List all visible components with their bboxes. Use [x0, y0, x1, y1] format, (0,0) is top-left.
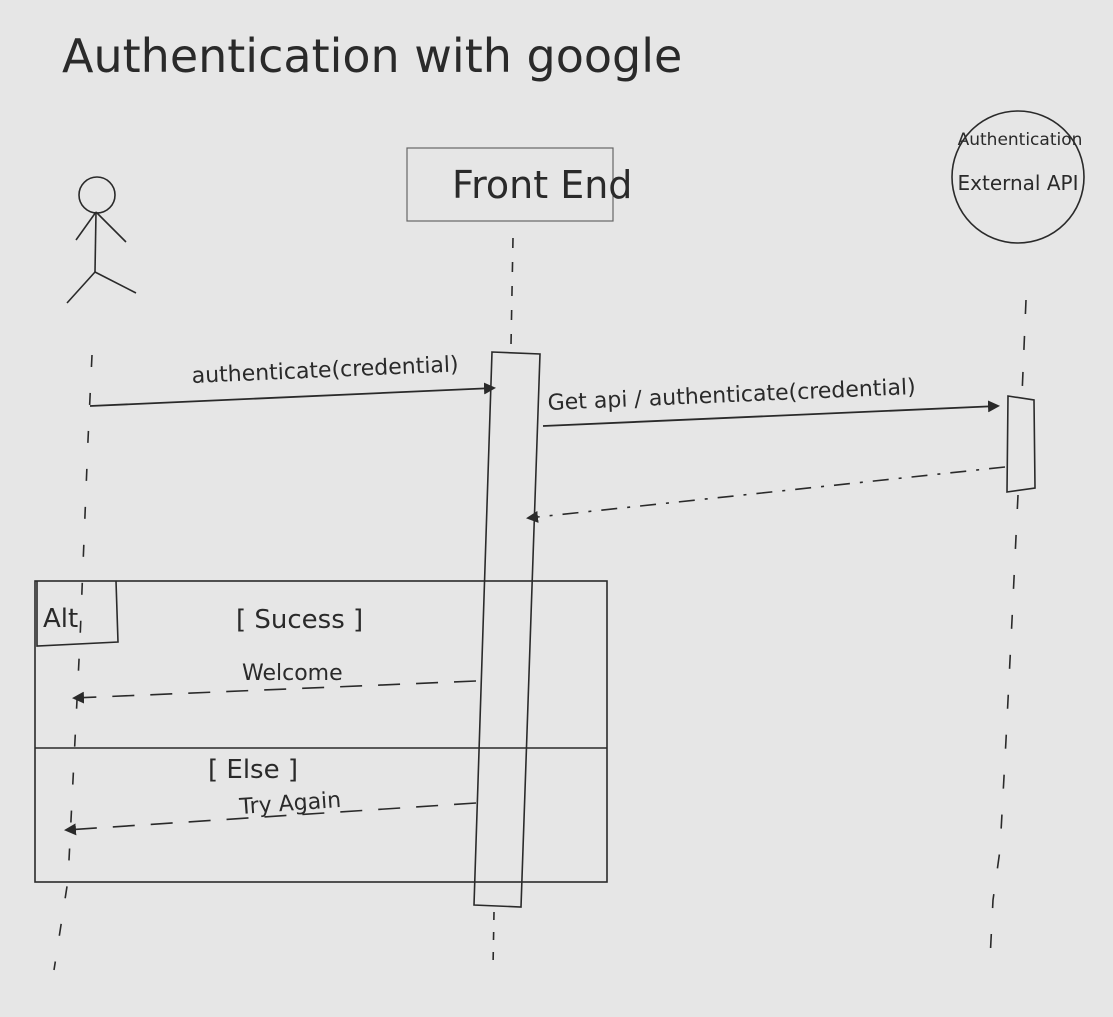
actor-left-arm — [75, 211, 97, 241]
actor-left-leg — [66, 271, 96, 304]
actor-right-leg — [94, 271, 137, 294]
frontend-participant-label: Front End — [452, 163, 632, 207]
frontend-lifeline-bottom — [492, 911, 495, 969]
api-activation-bar — [1006, 395, 1036, 493]
user-actor — [66, 176, 137, 304]
external-api-participant-circle — [951, 110, 1085, 244]
guard-success-label: [ Sucess ] — [236, 605, 363, 635]
frontend-participant-box — [406, 147, 614, 222]
welcome-message-arrow — [72, 680, 477, 704]
welcome-message-label: Welcome — [242, 661, 343, 686]
user-lifeline — [53, 354, 93, 971]
actor-body — [94, 211, 97, 273]
api-lifeline-bottom — [989, 494, 1019, 961]
frontend-lifeline-top — [510, 237, 514, 346]
get-api-message-arrow — [542, 400, 1000, 427]
diagram-title: Authentication with google — [62, 29, 682, 83]
authenticate-message-arrow — [89, 382, 496, 407]
alt-operator-tab — [36, 580, 119, 647]
api-lifeline-top — [1021, 299, 1027, 396]
external-api-label-line1: Authentication — [958, 130, 1083, 150]
actor-head — [78, 176, 116, 214]
actor-right-arm — [95, 211, 127, 243]
try-again-message-arrow — [64, 802, 477, 836]
alt-fragment-frame — [34, 580, 608, 883]
external-api-label-line2: External API — [958, 171, 1079, 195]
api-return-arrow — [526, 466, 1006, 523]
get-api-message-label: Get api / authenticate(credential) — [547, 375, 916, 416]
guard-else-label: [ Else ] — [208, 755, 298, 785]
frontend-activation-bar — [473, 351, 541, 908]
authenticate-message-label: authenticate(credential) — [191, 352, 459, 389]
try-again-message-label: Try Again — [238, 788, 342, 820]
alt-operator-label: Alt — [43, 604, 78, 634]
